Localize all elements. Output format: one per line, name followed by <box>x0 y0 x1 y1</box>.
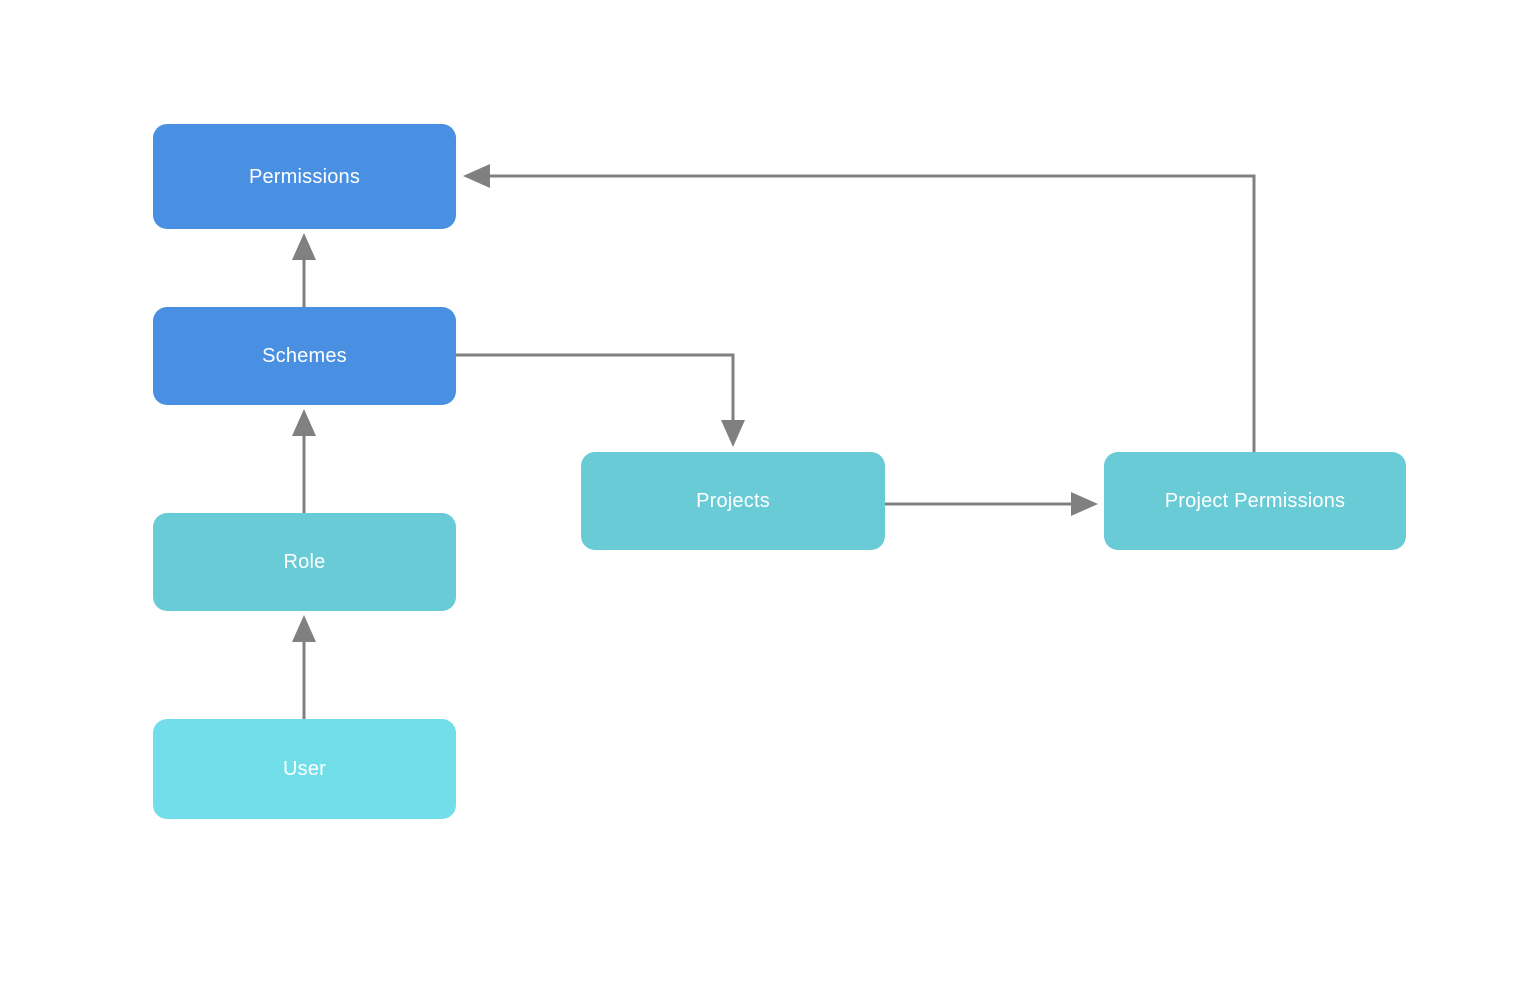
node-schemes[interactable]: Schemes <box>153 307 456 405</box>
node-project-permissions[interactable]: Project Permissions <box>1104 452 1406 550</box>
node-user-label: User <box>282 758 327 780</box>
node-permissions-label: Permissions <box>248 165 361 188</box>
node-user[interactable]: User <box>153 719 456 819</box>
node-project-permissions-label: Project Permissions <box>1164 490 1346 512</box>
edge-project-permissions-to-permissions <box>463 164 1256 452</box>
edge-schemes-to-projects <box>456 353 745 447</box>
node-permissions[interactable]: Permissions <box>153 124 456 229</box>
node-projects[interactable]: Projects <box>581 452 885 550</box>
node-role[interactable]: Role <box>153 513 456 611</box>
node-role-label: Role <box>283 551 326 573</box>
node-schemes-label: Schemes <box>262 345 347 367</box>
node-projects-label: Projects <box>696 490 770 512</box>
